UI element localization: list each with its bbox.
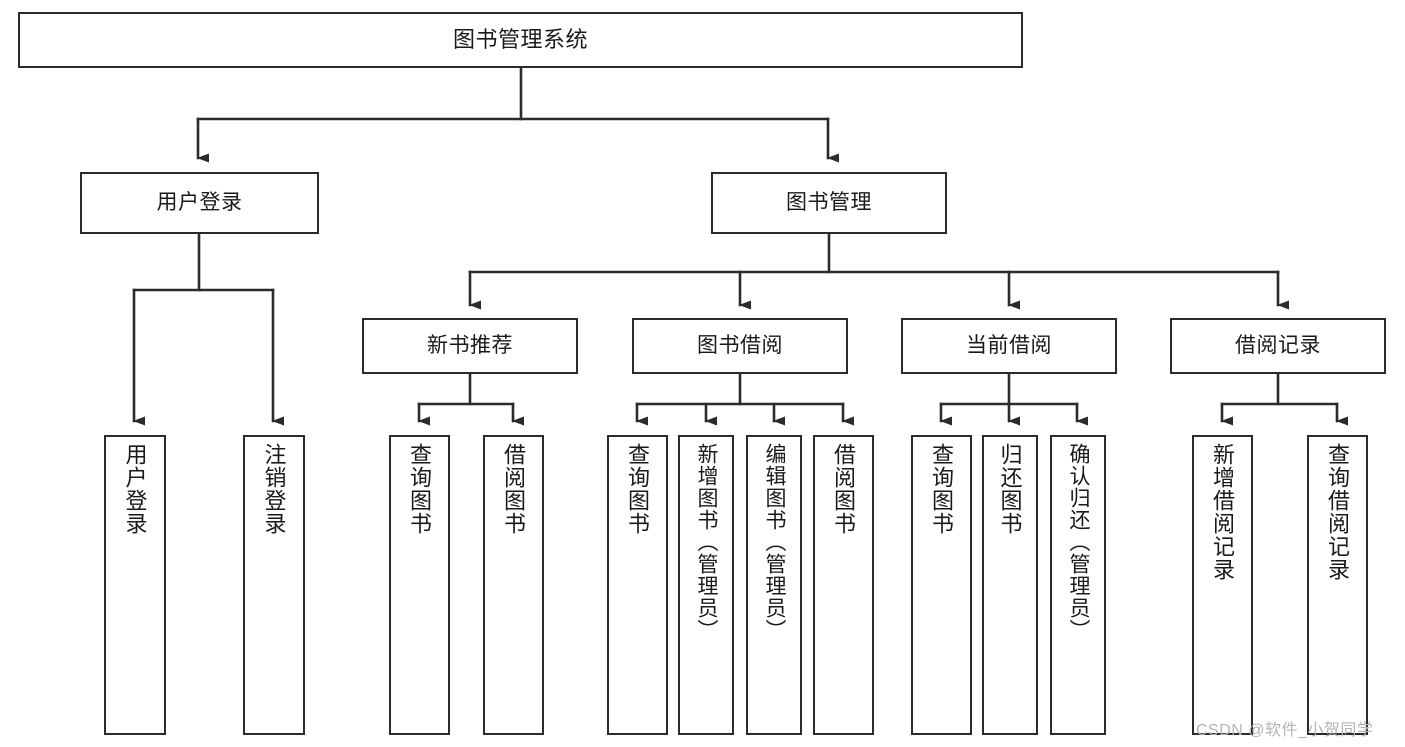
node-borrow-record[interactable]: 借阅记录: [1170, 318, 1386, 374]
node-leaf-borrow-book-2[interactable]: 借阅图书: [813, 435, 874, 735]
node-leaf-query-book-2-label: 查询图书: [625, 443, 651, 535]
node-new-book-rec[interactable]: 新书推荐: [362, 318, 578, 374]
node-book-manage[interactable]: 图书管理: [711, 172, 947, 234]
node-leaf-add-record-label: 新增借阅记录: [1210, 443, 1236, 581]
csdn-watermark: CSDN @软件_小贺同学: [1196, 722, 1374, 739]
node-leaf-add-record[interactable]: 新增借阅记录: [1192, 435, 1253, 735]
node-current-borrow[interactable]: 当前借阅: [901, 318, 1117, 374]
node-leaf-add-book[interactable]: 新增图书（管理员）: [678, 435, 734, 735]
node-leaf-return-book[interactable]: 归还图书: [982, 435, 1038, 735]
node-leaf-query-book-1[interactable]: 查询图书: [389, 435, 450, 735]
node-leaf-logout[interactable]: 注销登录: [243, 435, 305, 735]
node-leaf-query-record[interactable]: 查询借阅记录: [1307, 435, 1368, 735]
node-book-borrow[interactable]: 图书借阅: [632, 318, 848, 374]
node-leaf-query-book-3-label: 查询图书: [929, 443, 955, 535]
node-leaf-edit-book-label: 编辑图书（管理员）: [763, 443, 787, 641]
node-current-borrow-label: 当前借阅: [966, 333, 1052, 357]
node-book-borrow-label: 图书借阅: [697, 333, 783, 357]
node-leaf-confirm-return[interactable]: 确认归还（管理员）: [1050, 435, 1106, 735]
node-leaf-logout-label: 注销登录: [261, 443, 287, 535]
node-leaf-query-book-2[interactable]: 查询图书: [607, 435, 668, 735]
node-user-login-label: 用户登录: [156, 190, 243, 214]
node-leaf-borrow-book-1[interactable]: 借阅图书: [483, 435, 544, 735]
node-root-label: 图书管理系统: [452, 27, 588, 53]
node-leaf-query-book-3[interactable]: 查询图书: [911, 435, 972, 735]
node-leaf-confirm-return-label: 确认归还（管理员）: [1067, 443, 1091, 641]
node-book-manage-label: 图书管理: [786, 190, 872, 214]
node-leaf-query-book-1-label: 查询图书: [407, 443, 433, 535]
node-leaf-add-book-label: 新增图书（管理员）: [695, 443, 719, 641]
node-new-book-rec-label: 新书推荐: [427, 333, 513, 357]
node-leaf-return-book-label: 归还图书: [997, 443, 1023, 535]
node-root[interactable]: 图书管理系统: [18, 12, 1023, 68]
node-user-login[interactable]: 用户登录: [80, 172, 319, 234]
node-leaf-edit-book[interactable]: 编辑图书（管理员）: [746, 435, 802, 735]
node-leaf-user-login[interactable]: 用户登录: [104, 435, 166, 735]
node-leaf-borrow-book-2-label: 借阅图书: [831, 443, 857, 535]
node-leaf-user-login-label: 用户登录: [122, 443, 148, 535]
node-borrow-record-label: 借阅记录: [1235, 333, 1321, 357]
node-leaf-query-record-label: 查询借阅记录: [1325, 443, 1351, 581]
node-leaf-borrow-book-1-label: 借阅图书: [501, 443, 527, 535]
